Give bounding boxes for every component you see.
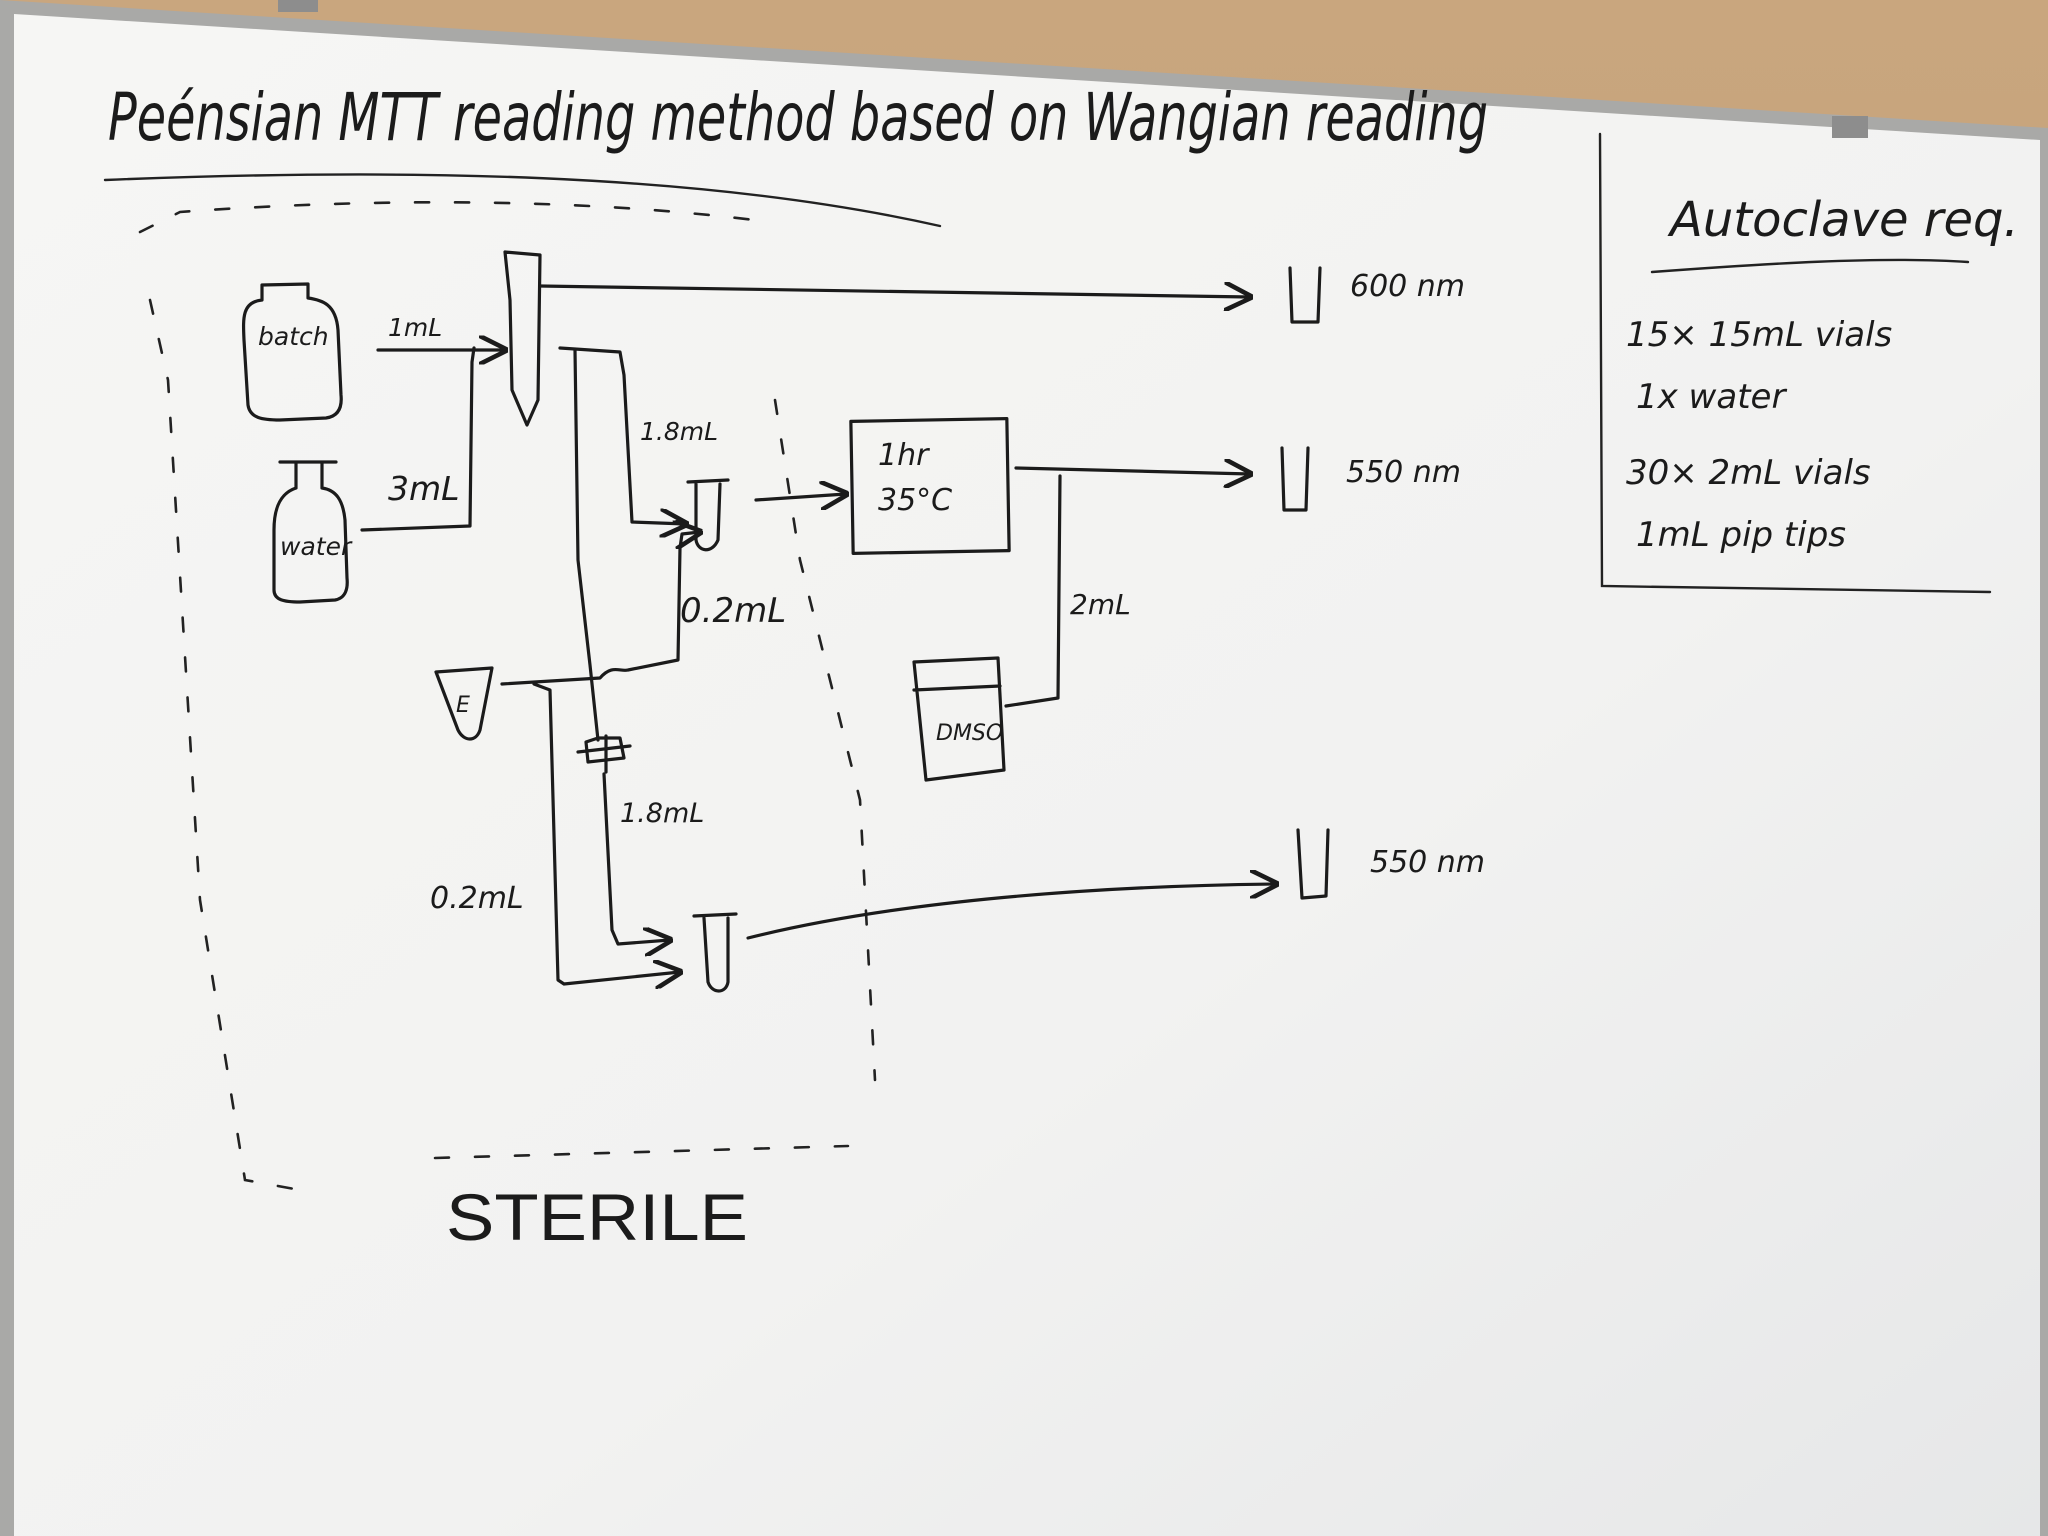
frame-clip-right bbox=[1832, 116, 1868, 138]
autoclave-heading: Autoclave req. bbox=[1667, 192, 2019, 248]
tube2-to-550-arrow bbox=[746, 884, 1276, 940]
mixer-to-tube1-arrow bbox=[558, 346, 686, 524]
autoclave-item-2: 1x water bbox=[1636, 377, 1787, 417]
mixer-to-600-arrow bbox=[538, 286, 1250, 297]
autoclave-item-1: 15× 15mL vials bbox=[1626, 315, 1892, 355]
page-title: Peénsian MTT reading method based on Wan… bbox=[108, 79, 1488, 156]
water-to-mixer-line bbox=[360, 346, 476, 532]
title-underline bbox=[103, 173, 942, 228]
e-to-tube1-arrow bbox=[500, 532, 700, 686]
incubator-to-550-arrow bbox=[1014, 468, 1250, 474]
incubator-time: 1hr bbox=[878, 438, 930, 473]
frame-clip-left bbox=[278, 0, 318, 12]
autoclave-box bbox=[1598, 132, 1992, 594]
tube1-e-volume: 0.2mL bbox=[680, 591, 786, 631]
incubator-temp: 35°C bbox=[878, 483, 952, 518]
water-label: water bbox=[280, 532, 353, 561]
incubator-box bbox=[849, 417, 1011, 555]
filter-icon bbox=[576, 734, 632, 774]
batch-bottle: batch bbox=[241, 282, 343, 422]
cuvette-bottom bbox=[1296, 828, 1330, 900]
tube-2 bbox=[692, 912, 738, 993]
mixing-column bbox=[503, 250, 542, 427]
tube1-to-incubator-arrow bbox=[754, 494, 846, 500]
filter-to-tube2-arrow bbox=[602, 772, 670, 944]
tube-e-label: E bbox=[456, 693, 470, 718]
reading-top: 600 nm bbox=[1350, 269, 1465, 304]
autoclave-item-4: 1mL pip tips bbox=[1636, 515, 1846, 555]
cuvette-middle bbox=[1280, 446, 1310, 512]
dmso-volume: 2mL bbox=[1070, 588, 1131, 621]
batch-label: batch bbox=[258, 322, 329, 351]
tube-e: E bbox=[434, 666, 494, 741]
autoclave-item-3: 30× 2mL vials bbox=[1626, 453, 1871, 493]
e-to-tube2-arrow bbox=[532, 682, 680, 984]
batch-volume: 1mL bbox=[388, 313, 442, 342]
mixer-return-line bbox=[573, 348, 600, 742]
dmso-bottle: DMSO bbox=[912, 656, 1006, 782]
tube2-e-volume: 0.2mL bbox=[430, 881, 524, 916]
tube2-volume: 1.8mL bbox=[620, 798, 704, 829]
dmso-label: DMSO bbox=[936, 721, 1003, 746]
water-volume: 3mL bbox=[388, 469, 460, 508]
reading-middle: 550 nm bbox=[1346, 455, 1461, 490]
water-bottle: water bbox=[272, 460, 353, 604]
cuvette-top bbox=[1288, 266, 1322, 324]
tube1-volume: 1.8mL bbox=[640, 417, 718, 446]
sterile-boundary bbox=[138, 200, 877, 1192]
dmso-line bbox=[1004, 474, 1062, 708]
sterile-label: STERILE bbox=[446, 1180, 748, 1254]
reading-bottom: 550 nm bbox=[1370, 845, 1485, 880]
